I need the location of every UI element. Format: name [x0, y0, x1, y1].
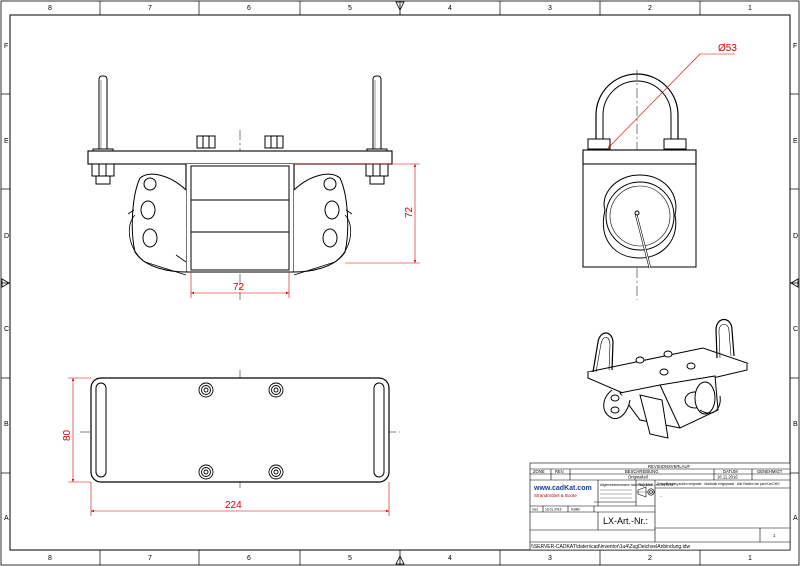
zone-column-label: 4 — [448, 555, 452, 562]
zone-column-label: 8 — [48, 5, 52, 12]
zone-column-label: 5 — [348, 555, 352, 562]
projection-symbol — [636, 486, 655, 498]
front-dimensions — [190, 163, 420, 298]
zone-row-label: E — [793, 138, 798, 145]
col-date: DATUM — [723, 469, 738, 474]
dim-front-height: 72 — [404, 206, 415, 218]
zone-row-label: A — [4, 515, 9, 522]
zone-column-label: 1 — [748, 555, 752, 562]
zone-row-label: E — [4, 138, 9, 145]
zone-row-label: A — [793, 515, 798, 522]
zone-column-label: 3 — [548, 5, 552, 12]
drawn-by: Kalkhr — [571, 508, 581, 512]
col-approved: GENEHMIGT — [757, 469, 783, 474]
isometric-view — [586, 318, 749, 439]
zone-column-label: 7 — [148, 555, 152, 562]
general-tolerances: Allgemeintoleranzen nach ISO 2768 - m DI… — [600, 483, 678, 487]
zone-column-label: 6 — [247, 5, 251, 12]
title-block — [529, 462, 791, 551]
col-rev: REV. — [555, 469, 564, 474]
col-zone: ZONE — [533, 469, 545, 474]
rev-date: 16.11.2016 — [717, 475, 738, 480]
dim-front-width: 72 — [233, 282, 245, 293]
article-number: LX-Art.-Nr.: — [603, 516, 648, 526]
rev-description: Originalteil — [628, 475, 648, 480]
zone-column-label: 4 — [448, 5, 452, 12]
dim-top-width: 224 — [225, 500, 242, 511]
zone-column-label: 3 — [548, 555, 552, 562]
zone-column-label: 2 — [648, 5, 652, 12]
top-view — [80, 370, 400, 490]
zone-row-label: D — [4, 233, 9, 240]
zone-row-label: B — [4, 421, 9, 428]
side-dimension — [607, 53, 735, 149]
zone-row-label: D — [793, 233, 798, 240]
title-dash: - — [660, 494, 662, 499]
title-block-text: REVISIONSVERLAUF ZONE REV. BESCHREIBUNG … — [531, 464, 783, 550]
file-path: \\SERVER-CADKAT\daten\cad\inventor\1u4\Z… — [531, 544, 690, 550]
title-block-tick-marks — [600, 489, 632, 499]
zone-row-label: B — [793, 421, 798, 428]
zone-column-label: 2 — [648, 555, 652, 562]
zone-column-label: 5 — [348, 5, 352, 12]
website-link[interactable]: www.cadKat.com — [533, 485, 592, 492]
zone-column-label: 1 — [748, 5, 752, 12]
front-view — [87, 75, 393, 300]
zone-column-label: 6 — [247, 555, 251, 562]
zone-row-label: C — [4, 326, 9, 333]
zone-row-label: F — [4, 43, 8, 50]
company-name: Strandmöbel & Boote — [534, 493, 577, 498]
sheet-number: 1 — [773, 533, 776, 538]
drawn-label: Gez. — [532, 508, 539, 512]
col-description: BESCHREIBUNG — [625, 469, 659, 474]
zone-column-label: 8 — [48, 555, 52, 562]
side-view — [582, 70, 697, 300]
title-note: Schraffkanten außen entgratet · Maßstab … — [657, 482, 780, 486]
revision-header: REVISIONSVERLAUF — [648, 464, 691, 469]
zone-column-label: 7 — [148, 5, 152, 12]
zone-row-label: F — [793, 43, 797, 50]
drawn-date: 16.01.2016 — [545, 508, 562, 512]
zone-row-label: C — [793, 326, 798, 333]
top-dimensions — [68, 377, 390, 516]
projection-label: Projektion — [638, 483, 653, 487]
dim-side-diameter: Ø53 — [718, 43, 737, 54]
dim-top-height: 80 — [62, 429, 73, 441]
